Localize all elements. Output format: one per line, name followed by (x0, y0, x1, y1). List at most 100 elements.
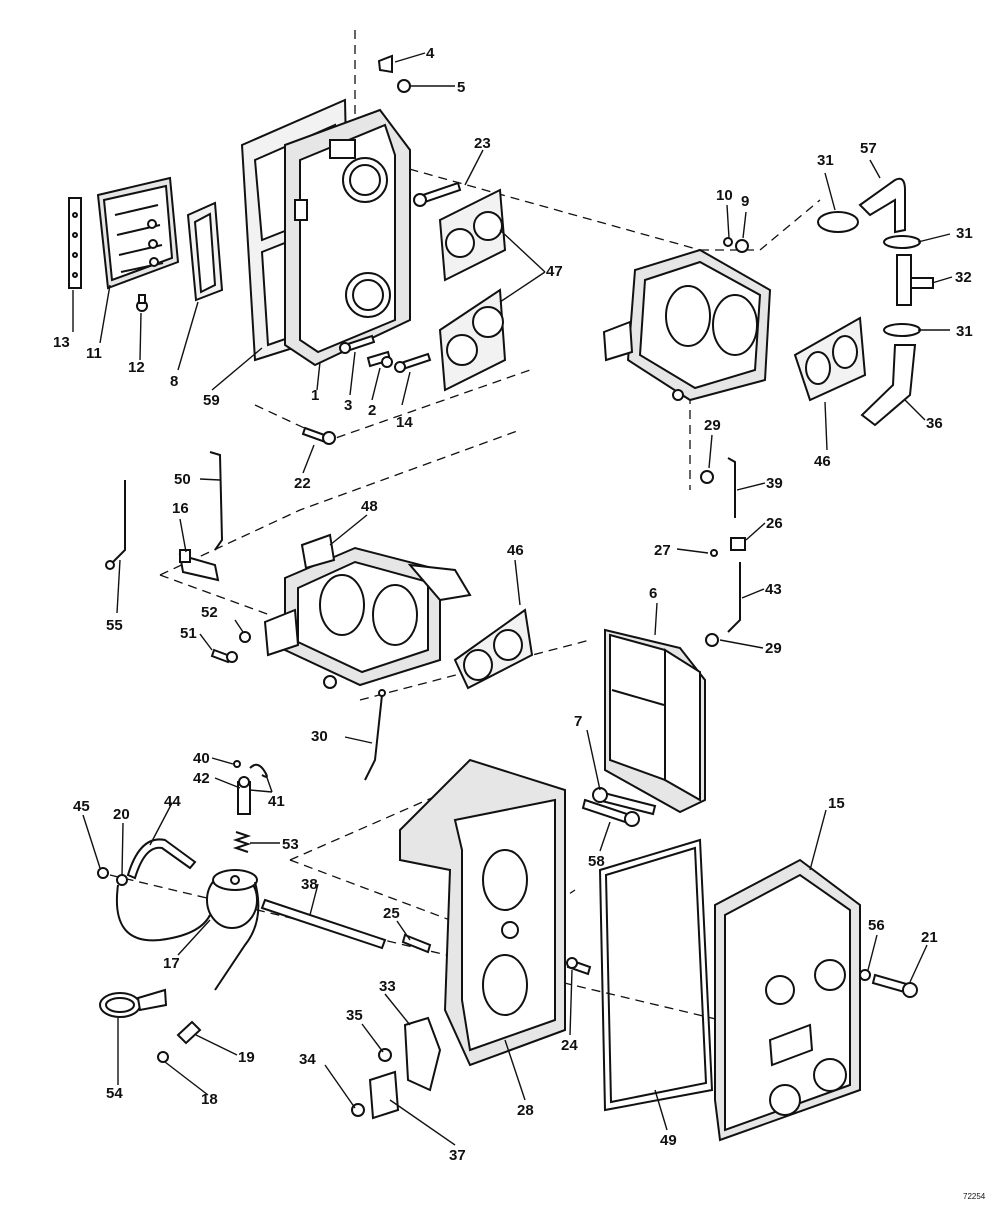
callout-33: 33 (379, 978, 396, 995)
part-36-hose (860, 344, 917, 427)
callout-42: 42 (193, 770, 210, 787)
callout-47: 47 (546, 263, 563, 280)
solenoid-lead-wire (214, 881, 260, 991)
callout-2: 2 (368, 402, 376, 419)
part-35-screw (378, 1048, 392, 1062)
callout-48: 48 (361, 498, 378, 515)
callout-21: 21 (921, 929, 938, 946)
callout-46-lower: 46 (507, 542, 524, 559)
solenoid-wire-loop (115, 884, 211, 942)
callout-31-top: 31 (817, 152, 834, 169)
callout-18: 18 (201, 1091, 218, 1108)
part-53-spring (232, 831, 252, 853)
callout-40: 40 (193, 750, 210, 767)
part-14-screw (394, 352, 432, 373)
callout-59: 59 (203, 392, 220, 409)
leader-lines (72, 52, 953, 1146)
part-48-clip (300, 533, 336, 570)
part-10-washer (723, 237, 733, 247)
part-46-gasket-lower (453, 608, 534, 690)
callout-32: 32 (955, 269, 972, 286)
part-21-bolt (871, 973, 918, 998)
part-47-gaskets (438, 188, 507, 392)
callout-29-lower: 29 (765, 640, 782, 657)
callout-12: 12 (128, 359, 145, 376)
part-12-screw (136, 294, 148, 312)
part-5-nut (397, 79, 411, 93)
part-23-screw (413, 181, 462, 207)
part-26-bracket (730, 537, 746, 551)
part-37-plate (368, 1070, 400, 1120)
callout-43: 43 (765, 581, 782, 598)
part-7-bolt (592, 787, 657, 816)
callout-38: 38 (301, 876, 318, 893)
part-18-terminal (157, 1051, 169, 1063)
callout-31-low: 31 (956, 323, 973, 340)
upper-carburetor (602, 248, 772, 402)
part-58-bolt (581, 798, 640, 827)
callout-4: 4 (426, 45, 435, 62)
part-44-clamp (126, 838, 197, 880)
callout-57: 57 (860, 140, 877, 157)
callout-46-upper: 46 (814, 453, 831, 470)
part-32-tee (896, 254, 934, 306)
part-3-screw (339, 334, 376, 354)
part-50-link-rod (209, 451, 224, 551)
part-22-screw (301, 426, 336, 445)
part-51-screw (210, 648, 238, 664)
callout-20: 20 (113, 806, 130, 823)
part-6-silencer-cover (604, 628, 706, 814)
callout-55: 55 (106, 617, 123, 634)
part-16-bracket (178, 549, 220, 582)
part-29-screw-lower (705, 633, 719, 647)
callout-16: 16 (172, 500, 189, 517)
callout-54: 54 (106, 1085, 123, 1102)
part-42-plunger (237, 776, 251, 815)
callout-6: 6 (649, 585, 657, 602)
part-27-screw (710, 549, 718, 557)
part-1-intake-manifold (284, 108, 411, 367)
callout-53: 53 (282, 836, 299, 853)
part-55-bolt (105, 480, 126, 570)
part-45-screw (97, 867, 109, 879)
callout-49: 49 (660, 1132, 677, 1149)
part-2-screw (366, 350, 393, 368)
callout-8: 8 (170, 373, 178, 390)
part-28-silencer-base (399, 758, 566, 1067)
part-30-rod (364, 689, 386, 781)
callout-36: 36 (926, 415, 943, 432)
lower-carburetor (263, 546, 472, 689)
callout-44: 44 (164, 793, 181, 810)
part-29-screw-upper (700, 470, 714, 484)
part-9-nut (735, 239, 749, 253)
part-19-connector (176, 1020, 202, 1045)
part-39-link (727, 457, 736, 518)
part-11-reed-block (96, 176, 180, 290)
part-20-terminal (116, 874, 128, 886)
part-54-clamp (99, 988, 168, 1018)
callout-30: 30 (311, 728, 328, 745)
callout-7: 7 (574, 713, 582, 730)
callout-14: 14 (396, 414, 413, 431)
drawing-number: 72254 (963, 1192, 986, 1201)
part-57-hose (858, 177, 906, 234)
callout-39: 39 (766, 475, 783, 492)
callout-1: 1 (311, 387, 319, 404)
callout-22: 22 (294, 475, 311, 492)
callout-25: 25 (383, 905, 400, 922)
callout-45: 45 (73, 798, 90, 815)
callout-58: 58 (588, 853, 605, 870)
callout-29-upper: 29 (704, 417, 721, 434)
callout-27: 27 (654, 542, 671, 559)
callout-15: 15 (828, 795, 845, 812)
part-15-silencer-cover (714, 858, 861, 1142)
callout-41: 41 (268, 793, 285, 810)
part-31-clamp-mid (883, 235, 921, 249)
callout-11: 11 (86, 345, 102, 362)
callout-19: 19 (238, 1049, 255, 1066)
part-49-cover-gasket (598, 838, 714, 1112)
callout-37: 37 (449, 1147, 466, 1164)
callout-50: 50 (174, 471, 191, 488)
